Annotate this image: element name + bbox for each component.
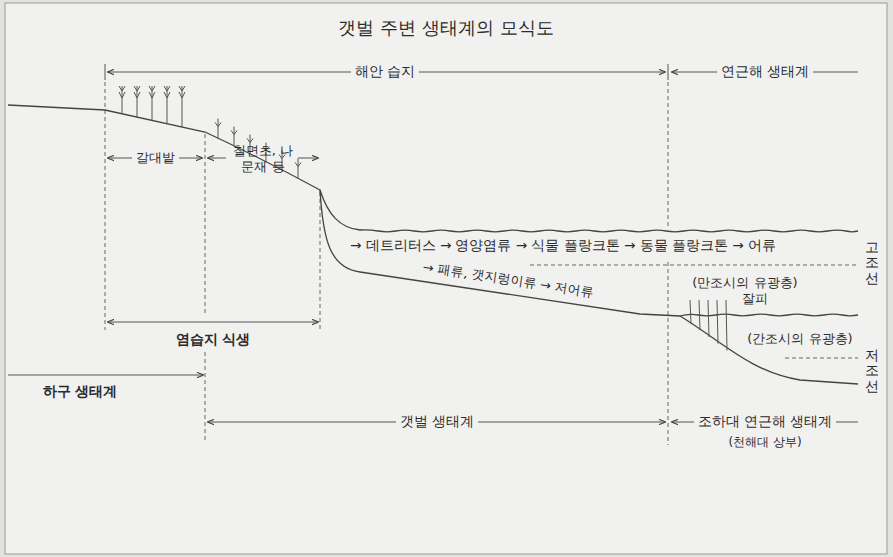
region-label: (천해대 상부) [728, 435, 801, 450]
region-label: 갯벌 생태계 [396, 413, 478, 431]
region-label: 칠면초, 나문재 등 [227, 143, 299, 176]
dashed-guides [105, 82, 858, 445]
region-label: (만조시의 유광층) [692, 275, 797, 291]
region-label: 하구 생태계 [43, 383, 118, 401]
region-label: 고조선 [865, 240, 879, 286]
marsh-plants [119, 86, 727, 351]
region-label: → 데트리터스 → 영양염류 → 식물 플랑크톤 → 동물 플랑크톤 → 어류 [350, 237, 776, 254]
region-label: 갈대밭 [132, 150, 179, 166]
region-label: 조하대 연근해 생태계 [694, 413, 837, 431]
region-arrows [8, 64, 858, 422]
region-label: 해안 습지 [351, 63, 419, 81]
region-label: (간조시의 유광층) [747, 331, 852, 347]
region-label: 잘피 [742, 291, 768, 307]
region-label: 저조선 [865, 348, 879, 394]
terrain-lines [8, 105, 858, 384]
paper [5, 3, 887, 554]
region-label: 연근해 생태계 [717, 63, 813, 81]
region-label: 염습지 식생 [176, 331, 251, 349]
diagram-title: 갯벌 주변 생태계의 모식도 [338, 17, 553, 40]
